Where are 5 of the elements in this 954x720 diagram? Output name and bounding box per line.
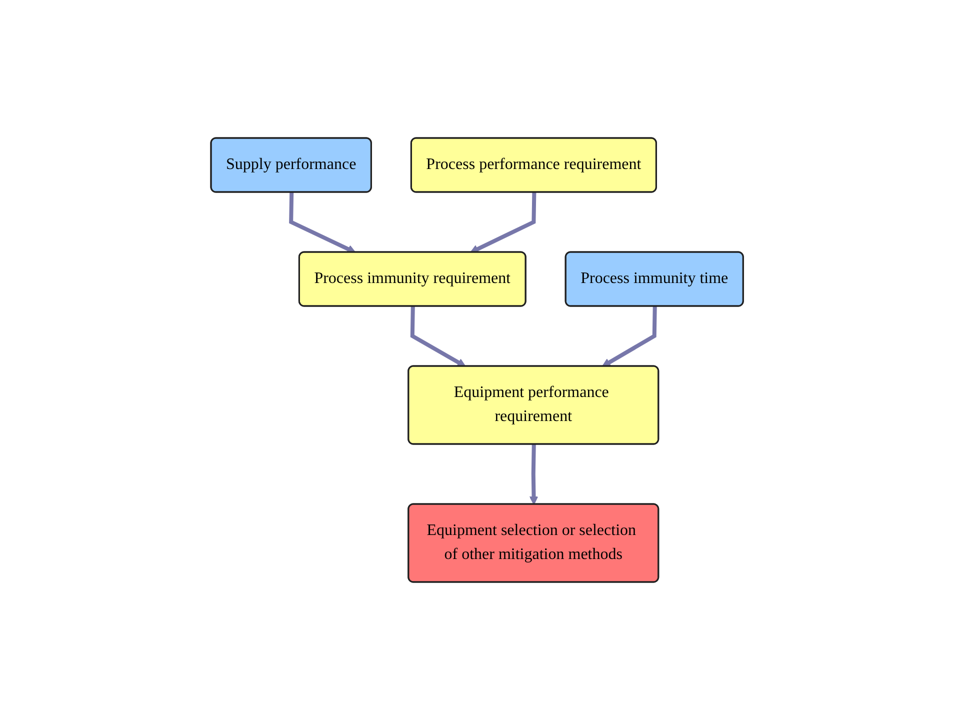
arrow bbox=[289, 192, 356, 254]
arrow bbox=[529, 444, 538, 505]
arrow bbox=[470, 192, 536, 254]
arrow bbox=[410, 306, 466, 367]
arrow bbox=[602, 306, 657, 367]
